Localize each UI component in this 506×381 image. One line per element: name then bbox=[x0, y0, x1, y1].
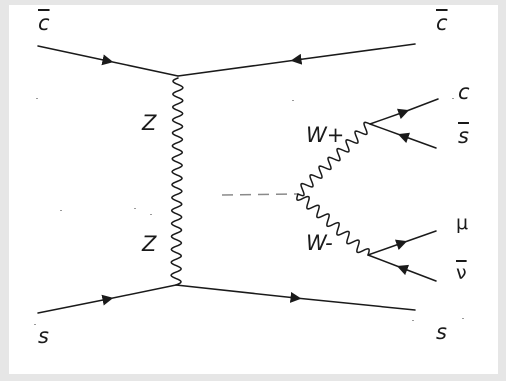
speckle bbox=[412, 320, 414, 321]
s-right-line bbox=[175, 284, 416, 311]
top-shading-strip bbox=[0, 0, 506, 5]
w-plus-label: W+ bbox=[306, 123, 345, 147]
c-bar-right-line bbox=[177, 43, 416, 77]
c-bar-left-label: c bbox=[38, 11, 50, 35]
speckle bbox=[150, 214, 152, 215]
w-minus-label: W- bbox=[306, 231, 333, 255]
speckle bbox=[60, 210, 62, 211]
speckle bbox=[462, 318, 464, 319]
s-left-label: s bbox=[38, 324, 49, 348]
z-upper-label: Z bbox=[142, 111, 157, 135]
c-out-label: c bbox=[458, 80, 470, 104]
s-bar-out-label: s bbox=[458, 124, 469, 148]
bottom-shading-strip bbox=[0, 374, 506, 381]
speckle bbox=[134, 208, 136, 209]
left-shading-strip bbox=[0, 0, 9, 381]
w-plus-boson-wavy-line bbox=[297, 121, 371, 197]
s-left-line bbox=[37, 284, 177, 314]
c-out-line bbox=[369, 98, 439, 125]
z-boson-wavy-line bbox=[170, 77, 184, 286]
s-right-label: s bbox=[436, 320, 447, 344]
mu-out-line bbox=[367, 230, 437, 256]
nu-bar-out-label: ν bbox=[456, 262, 467, 284]
mu-out-label: μ bbox=[456, 212, 469, 234]
w-minus-boson-wavy-line bbox=[296, 193, 370, 256]
speckles bbox=[34, 98, 464, 325]
s-bar-out-line bbox=[369, 123, 437, 149]
z-lower-label: Z bbox=[142, 232, 157, 256]
right-shading-strip bbox=[498, 0, 506, 381]
c-bar-right-label: c bbox=[436, 11, 448, 35]
speckle bbox=[452, 98, 454, 99]
speckle bbox=[34, 324, 36, 325]
speckle bbox=[36, 98, 38, 99]
speckle bbox=[292, 100, 294, 101]
c-bar-left-line bbox=[37, 45, 179, 77]
nu-bar-out-line bbox=[367, 254, 437, 282]
higgs-dashed-line bbox=[221, 193, 299, 196]
